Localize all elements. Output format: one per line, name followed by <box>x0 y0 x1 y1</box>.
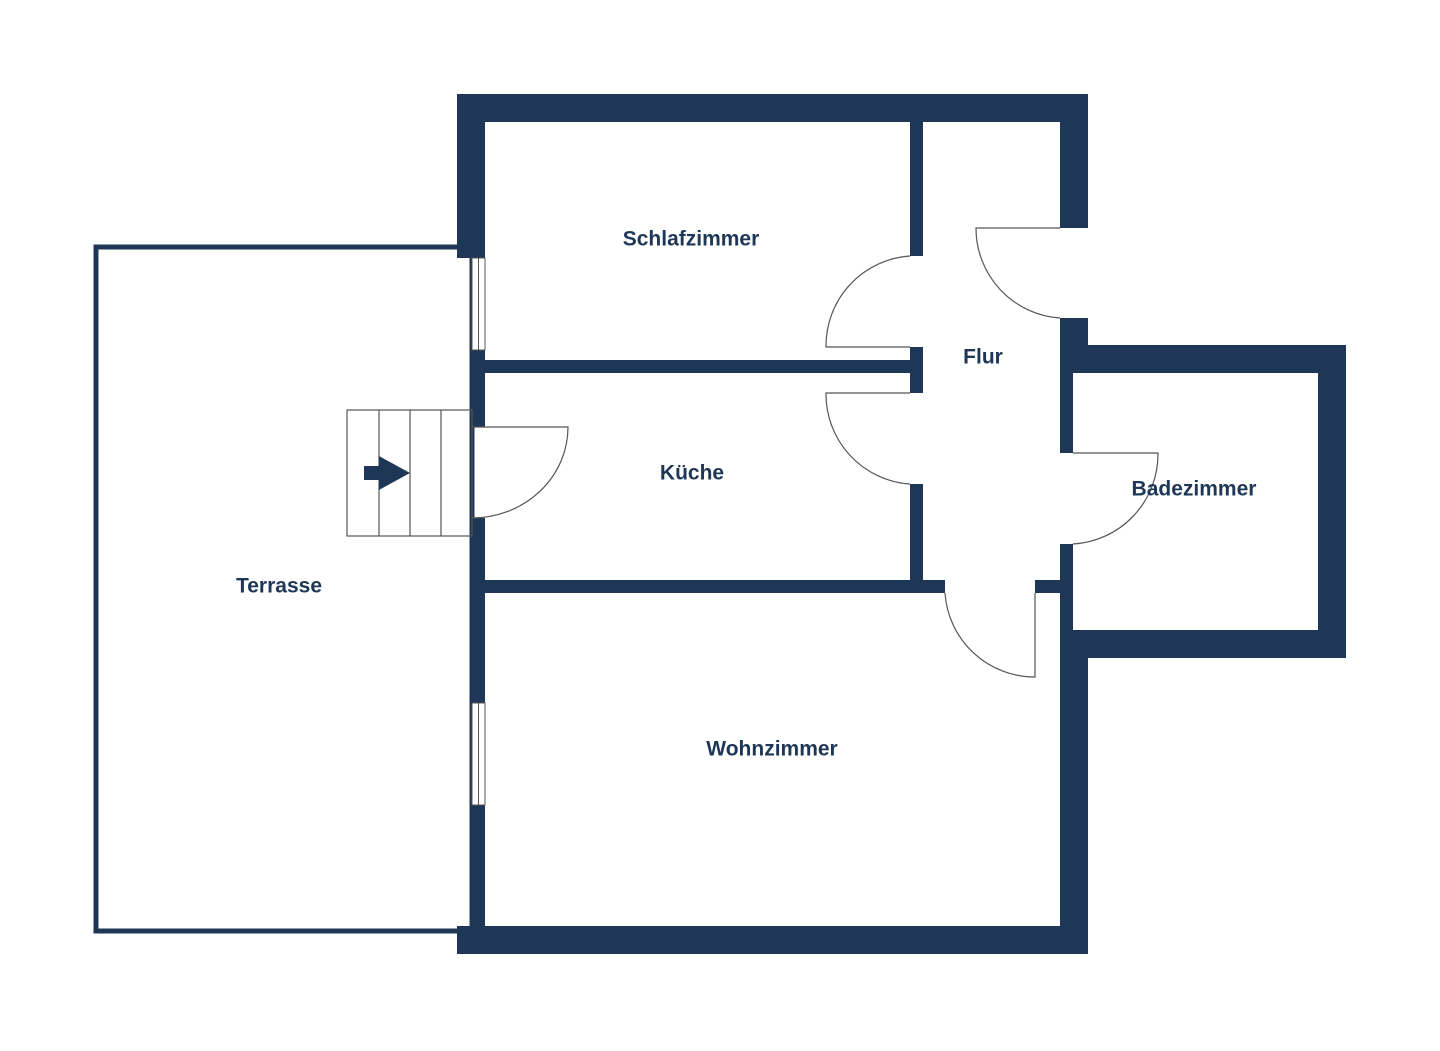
room-label-terrasse: Terrasse <box>236 575 322 598</box>
stairs-arrow-icon <box>364 456 410 490</box>
door-kueche-flur <box>825 392 911 485</box>
room-label-schlafzimmer: Schlafzimmer <box>623 228 760 251</box>
outer-walls <box>457 94 1346 954</box>
window-terrace-lower <box>471 702 486 806</box>
room-label-badezimmer: Badezimmer <box>1132 478 1257 501</box>
window-terrace-upper <box>471 257 486 351</box>
door-top-right <box>975 227 1061 319</box>
door-wohnzimmer <box>944 592 1036 678</box>
room-label-kueche: Küche <box>660 462 724 485</box>
door-terrace <box>471 426 569 519</box>
room-label-flur: Flur <box>963 346 1003 369</box>
door-schlafzimmer <box>825 255 911 348</box>
door-badezimmer <box>1072 452 1159 545</box>
interior-walls <box>485 122 1060 593</box>
room-label-wohnzimmer: Wohnzimmer <box>706 738 837 761</box>
stairs <box>346 409 473 537</box>
